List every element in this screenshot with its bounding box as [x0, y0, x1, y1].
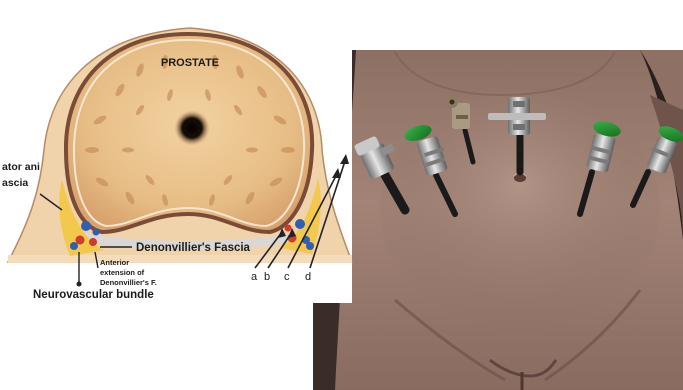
bundle-leader-dot — [77, 282, 82, 287]
surgical-render — [313, 50, 683, 390]
pointer-label-c: c — [284, 271, 290, 283]
levator-ani-label-line1: ator ani — [2, 161, 40, 173]
neurovascular-bundle-label: Neurovascular bundle — [33, 289, 154, 301]
pointer-label-a: a — [251, 271, 258, 283]
anterior-extension-line3: Denonvillier's F. — [100, 278, 157, 287]
denonvilliers-fascia-label: Denonvillier's Fascia — [136, 242, 251, 254]
anatomy-diagram: PROSTATE ator ani ascia Denonvillier's F… — [0, 0, 352, 303]
tissue-base — [8, 255, 352, 263]
levator-ani-label-line2: ascia — [2, 177, 28, 189]
pointer-label-b: b — [264, 271, 270, 283]
urethra — [174, 110, 210, 146]
anterior-extension-line1: Anterior — [100, 258, 129, 267]
organ-title: PROSTATE — [161, 57, 219, 69]
pointer-label-d: d — [305, 271, 311, 283]
anterior-extension-line2: extension of — [100, 268, 145, 277]
